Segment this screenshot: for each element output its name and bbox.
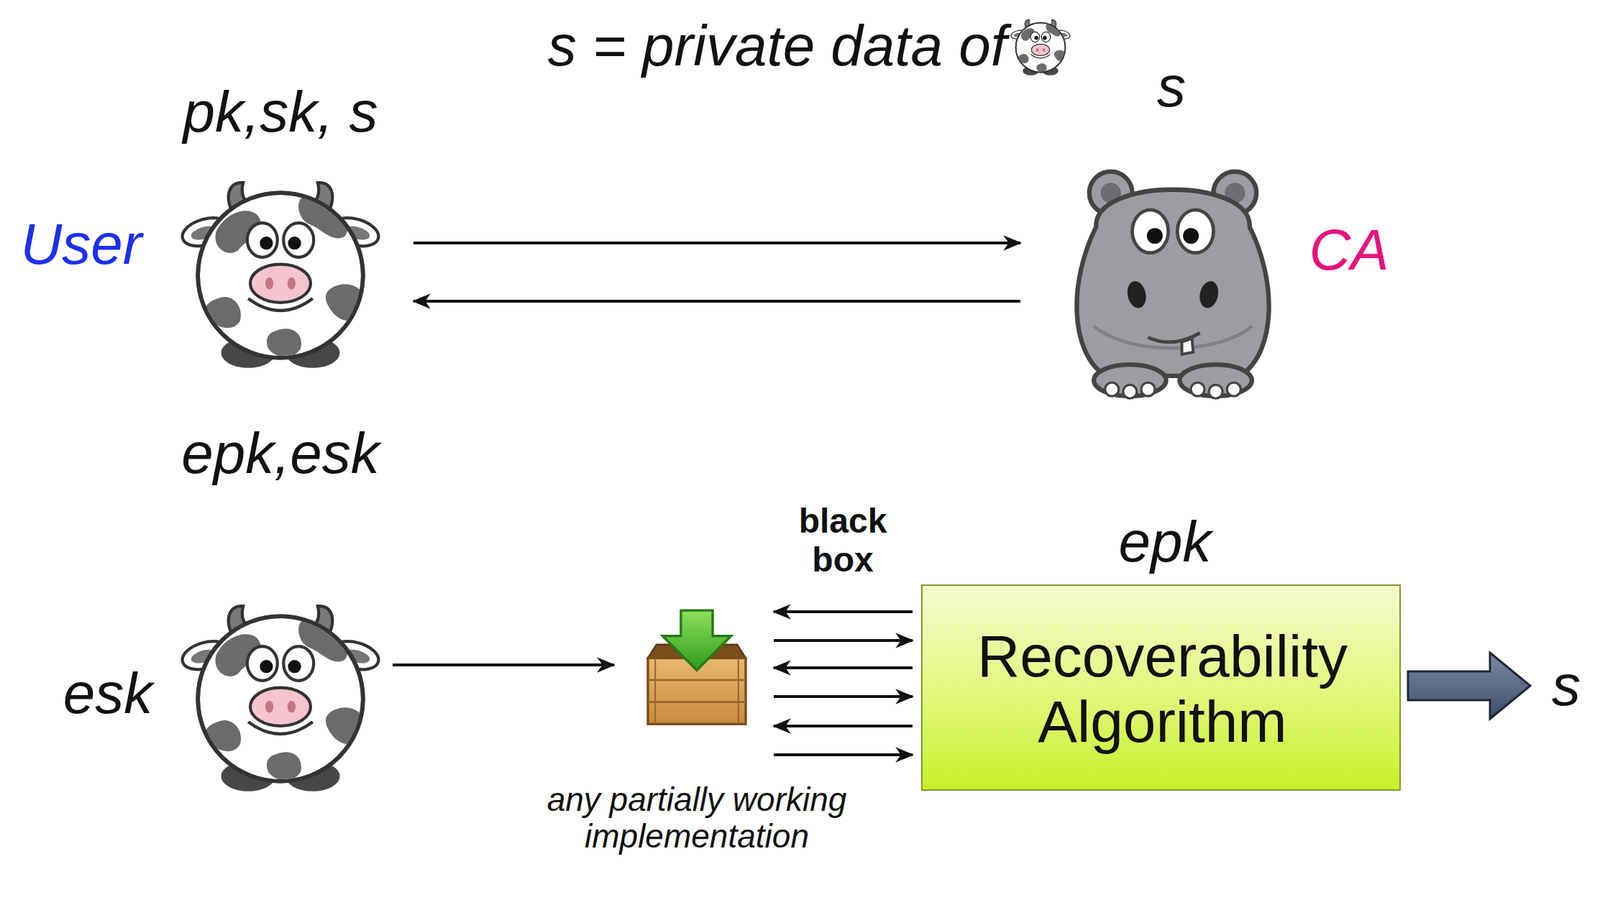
key-label: epk,esk [181, 420, 380, 487]
crate-icon [737, 657, 740, 725]
key-label: pk,sk, s [182, 79, 378, 146]
connector-arrow [773, 724, 913, 728]
user-cow [179, 182, 382, 369]
connector-arrow [773, 753, 913, 757]
connector-arrow [413, 241, 1021, 245]
output-arrow [1408, 652, 1531, 720]
user-node: pk,sk, sUserepk,esk [179, 169, 382, 372]
connector-arrow [773, 610, 913, 614]
connector-arrow [413, 299, 1021, 303]
algorithm-name: Recoverability Algorithm [936, 623, 1388, 756]
crate-icon [647, 701, 746, 704]
user-node: esk [179, 593, 382, 795]
connector-arrow [773, 666, 913, 670]
black-box-label: black box [770, 501, 915, 580]
title-cow-icon [1010, 19, 1071, 75]
role-label: User [20, 211, 143, 278]
crate-icon [662, 610, 731, 671]
ca-node: sCA [1059, 156, 1286, 400]
implementation-caption: any partially working implementation [545, 781, 848, 855]
key-label: epk [1118, 509, 1212, 576]
ca-hippo [1076, 171, 1269, 400]
algorithm-box: epkRecoverability Algorithm [921, 584, 1401, 792]
role-label: CA [1308, 217, 1389, 284]
data-label: s [1157, 53, 1186, 121]
connector-arrow [773, 695, 913, 699]
connector-arrow [773, 639, 913, 643]
key-label: esk [63, 660, 154, 728]
output-label: s [1551, 652, 1581, 720]
user-cow [179, 606, 382, 792]
crate-icon [647, 610, 746, 725]
crate-icon [647, 679, 746, 682]
black-box-node: any partially working implementation [635, 606, 758, 730]
diagram-title: s = private data of [547, 12, 1007, 80]
connector-arrow [392, 663, 615, 667]
crate-icon [654, 657, 656, 725]
